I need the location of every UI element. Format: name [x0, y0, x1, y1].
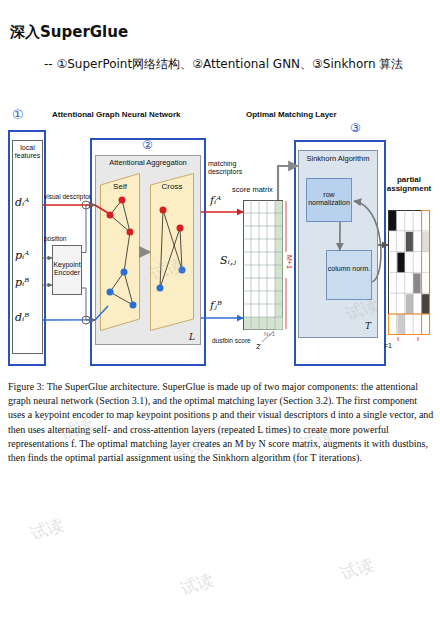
edge-label: visual descriptor [44, 193, 104, 200]
connector-arrow [43, 204, 95, 205]
encoder-box: Keypoint Encoder [52, 245, 82, 295]
panel-label: Self [100, 182, 140, 191]
panel-outline [100, 173, 140, 331]
box-label: column norm. [327, 265, 371, 273]
matrix-symbol: Sᵢ,ⱼ [220, 255, 242, 268]
attention-panel: Cross [150, 173, 194, 331]
dimension-label: N+1 [264, 331, 284, 338]
watermark: 试读 [28, 515, 67, 545]
highlight-frame: ② Attentional AggregationL Self Cross [90, 138, 206, 366]
connector-arrow [201, 317, 243, 318]
box-heading: local features [13, 144, 42, 160]
box-label: Keypoint Encoder [53, 261, 81, 277]
highlight-frame: ③Sinkhorn AlgorithmTrow normalizationcol… [294, 140, 386, 366]
annotation: =1 [384, 342, 404, 350]
attention-panel: Self [100, 173, 140, 331]
position-symbol: pᵢᴮ [15, 277, 41, 290]
connector-arrow [82, 288, 95, 320]
process-box: row normalization [306, 178, 352, 222]
aggregation-box: Attentional AggregationL Self Cross [95, 155, 201, 345]
dustbin-symbol: z [256, 341, 266, 351]
feature-box: local features dᵢᴬ pᵢᴬ pᵢᴮ dᵢᴮ [12, 140, 43, 354]
score-matrix: score matrixSᵢ,ⱼ [243, 200, 283, 330]
callout-number: ③ [350, 122, 366, 136]
dimension-label: M+1 [285, 255, 293, 269]
slide-title: 深入SuperGlue [10, 24, 310, 41]
watermark: 试读 [338, 555, 377, 585]
panel-label: Cross [150, 182, 194, 191]
section-heading: Attentional Graph Neural Network [52, 110, 232, 119]
callout-number: ① [12, 108, 36, 123]
connector-arrow [82, 205, 95, 253]
panel-outline [150, 173, 194, 331]
annotation: matching descriptors [208, 160, 244, 176]
edge-label: position [44, 235, 84, 242]
callout-number: ② [142, 139, 158, 153]
score-grid [243, 200, 286, 342]
connector-arrow [378, 244, 388, 245]
annotation: dustbin score [212, 337, 262, 344]
box-label: row normalization [307, 191, 351, 207]
matrix-heading: partial assignment [381, 175, 437, 193]
repeat-count: L [189, 332, 199, 342]
process-box: column norm. [326, 250, 372, 300]
matrix-heading: score matrix [232, 186, 278, 195]
sum-circle [82, 201, 90, 324]
section-heading: Optimal Matching Layer [246, 110, 366, 119]
feature-symbol: fⱼᴮ [210, 300, 230, 313]
descriptor-symbol: dᵢᴬ [15, 197, 41, 210]
assignment-grid [388, 210, 430, 341]
watermark: 试读 [178, 570, 217, 600]
highlight-frame: ①local featuresdᵢᴬpᵢᴬpᵢᴮdᵢᴮ [8, 130, 46, 366]
box-heading: Attentional Aggregation [96, 159, 200, 168]
feature-symbol: fᵢᴬ [210, 195, 230, 208]
connector-arrow [201, 211, 243, 212]
subtitle: -- ①SuperPoint网络结构、②Attentional GNN、③Sin… [44, 58, 436, 72]
position-symbol: pᵢᴬ [15, 250, 41, 263]
connector-arrow [43, 319, 95, 320]
box-heading: Sinkhorn Algorithm [299, 155, 377, 164]
assignment-matrix: partial assignment [388, 210, 430, 335]
descriptor-symbol: dᵢᴮ [15, 312, 41, 325]
iteration-count: T [365, 321, 375, 331]
